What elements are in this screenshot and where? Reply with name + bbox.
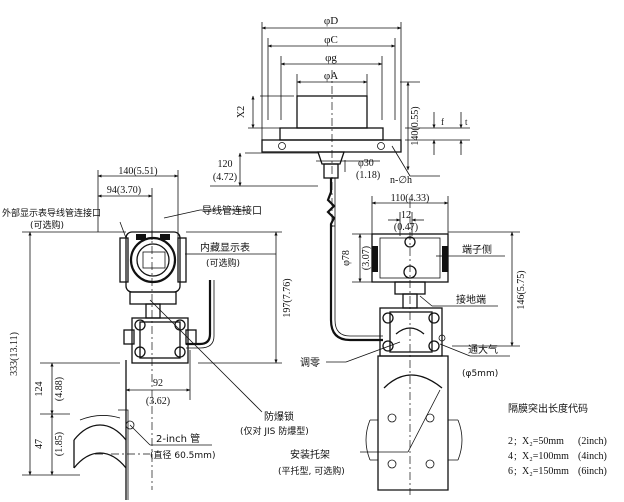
svg-text:;: ; <box>514 451 517 462</box>
top-flange-view: φD φC φg φA X2 140(0.55) f t n-∅h φ30 (1… <box>210 15 470 342</box>
label-bracket-note: (平托型, 可选购) <box>278 465 345 477</box>
legend-inch: (6inch) <box>578 466 607 477</box>
label-bracket: 安装托架 <box>290 448 330 461</box>
label-ext-display-conduit: 外部显示表导线管连接口 <box>2 207 101 219</box>
dim-120: 120 <box>218 159 233 170</box>
label-terminal: 端子侧 <box>462 243 492 256</box>
dim-h140-top: 140(0.55) <box>410 106 421 145</box>
dim-h197: 197(7.76) <box>282 278 293 317</box>
legend-inch: (2inch) <box>578 436 607 447</box>
dim-w140: 140(5.51) <box>118 166 157 177</box>
legend-code: 2 <box>508 436 513 447</box>
legend-row: 4 ; X₂=100mm (4inch) <box>508 451 607 462</box>
dim-w94: 94(3.70) <box>107 185 141 196</box>
dim-f: f <box>441 117 444 127</box>
diaphragm-length-legend: 隔膜突出长度代码 2 ; X₂=50mm (2inch) 4 ; X₂=100m… <box>508 402 607 477</box>
legend-value: X₂=50mm <box>522 436 564 447</box>
legend-row: 2 ; X₂=50mm (2inch) <box>508 436 607 447</box>
label-int-display: 内藏显示表 <box>200 241 250 254</box>
label-flameproof-note: (仅对 JIS 防爆型) <box>240 425 309 437</box>
legend-row: 6 ; X₂=150mm (6inch) <box>508 466 607 477</box>
legend-title: 隔膜突出长度代码 <box>508 402 588 415</box>
label-zero-adjust: 调零 <box>300 357 320 369</box>
dim-w12-in: (0.47) <box>394 222 418 233</box>
legend-code: 4 <box>508 451 513 462</box>
dim-h333: 333(13.11) <box>9 332 20 376</box>
dim-w12: 12 <box>401 210 411 221</box>
svg-text:;: ; <box>514 436 517 447</box>
dim-phi30-in: (1.18) <box>356 170 380 181</box>
dim-n-phih: n-∅h <box>390 175 412 186</box>
dim-h146: 146(5.75) <box>516 270 527 309</box>
dim-w92: 92 <box>153 378 163 389</box>
dim-phig: φg <box>325 52 337 64</box>
label-vent-dia: (φ5mm) <box>462 369 498 379</box>
dim-w92-in: (3.62) <box>146 396 170 407</box>
legend-value: X₂=150mm <box>522 466 569 477</box>
dim-phi30: φ30 <box>358 158 374 169</box>
legend-inch: (4inch) <box>578 451 607 462</box>
label-pipe: 2-inch 管 <box>156 432 200 445</box>
label-int-display-optional: (可选购) <box>206 257 240 269</box>
dim-h124: 124 <box>34 382 45 397</box>
label-ext-display-optional: (可选购) <box>30 219 64 231</box>
label-vent: 通大气 <box>468 343 498 356</box>
dim-phiD: φD <box>324 15 338 27</box>
label-ground: 接地端 <box>456 293 486 306</box>
dim-phi78-in: (3.07) <box>361 246 372 270</box>
label-conduit: 导线管连接口 <box>202 204 262 217</box>
dim-h47: 47 <box>34 439 45 449</box>
dim-phiC: φC <box>324 34 338 46</box>
dim-t: t <box>465 117 468 127</box>
left-front-view: 140(5.51) 94(3.70) 197(7.76) 333(13.11) … <box>2 166 309 500</box>
dim-phi78: φ78 <box>341 250 352 266</box>
label-pipe-dia: (直径 60.5mm) <box>150 449 215 461</box>
svg-text:;: ; <box>514 466 517 477</box>
dim-h124-in: (4.88) <box>54 377 65 401</box>
dim-120-in: (4.72) <box>213 172 237 183</box>
legend-value: X₂=100mm <box>522 451 569 462</box>
label-flameproof: 防爆锁 <box>264 410 294 423</box>
legend-code: 6 <box>508 466 513 477</box>
dim-h47-in: (1.85) <box>54 432 65 456</box>
dim-phiA: φA <box>324 70 338 82</box>
dim-x2: X2 <box>236 106 247 118</box>
right-side-view: 110(4.33) 12 (0.47) φ78 (3.07) 146(5.75)… <box>278 193 527 495</box>
dim-w110: 110(4.33) <box>391 193 430 204</box>
